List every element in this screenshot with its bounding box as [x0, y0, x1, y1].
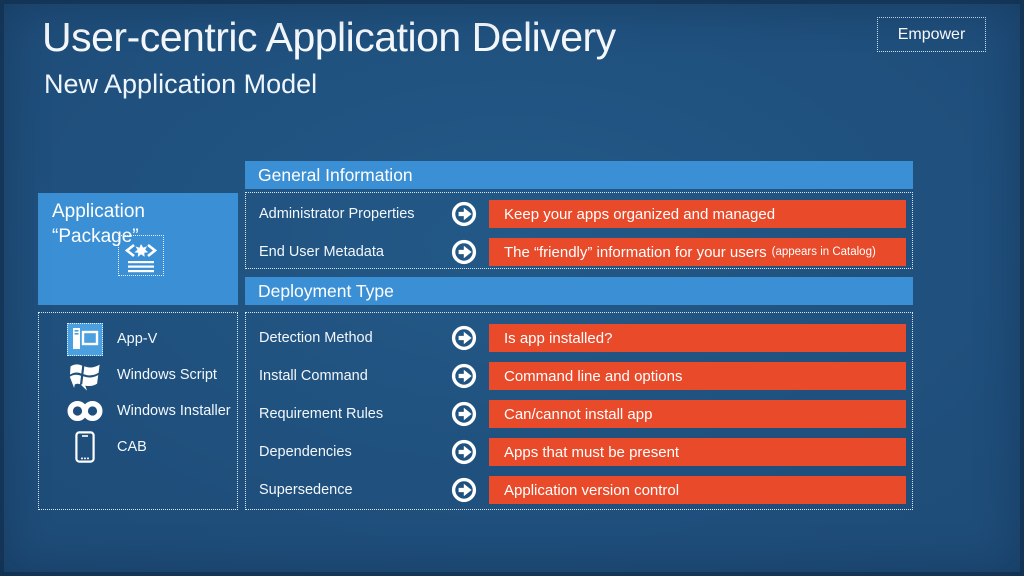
package-title-line2: “Package” — [52, 226, 139, 247]
section-header-deployment-type: Deployment Type — [245, 277, 913, 305]
appv-icon — [63, 322, 107, 356]
info-row: End User Metadata The “friendly” informa… — [246, 238, 912, 266]
arrow-circle-icon — [451, 201, 477, 227]
page-subtitle: New Application Model — [44, 69, 318, 99]
infinity-icon — [63, 399, 107, 423]
row-value-bar: Can/cannot install app — [489, 400, 906, 428]
row-value-bar: Apps that must be present — [489, 438, 906, 466]
info-row: Detection Method Is app installed? — [246, 324, 912, 352]
info-row: Dependencies Apps that must be present — [246, 438, 912, 466]
row-value-bar: Application version control — [489, 476, 906, 504]
info-row: Administrator Properties Keep your apps … — [246, 200, 912, 228]
arrow-circle-icon — [451, 363, 477, 389]
arrow-circle-icon — [451, 477, 477, 503]
package-title-line1: Application — [52, 201, 145, 222]
row-value-bar: Keep your apps organized and managed — [489, 200, 906, 228]
arrow-circle-icon — [451, 239, 477, 265]
xml-document-icon — [118, 235, 164, 276]
row-label: Detection Method — [259, 330, 373, 346]
row-value-bar: The “friendly” information for your user… — [489, 238, 906, 266]
row-label: Dependencies — [259, 444, 352, 460]
row-label: Requirement Rules — [259, 406, 384, 422]
row-value-bar: Is app installed? — [489, 324, 906, 352]
section-header-general-information: General Information — [245, 161, 913, 189]
row-label: Install Command — [259, 368, 368, 384]
row-label: End User Metadata — [259, 244, 384, 260]
row-label: Supersedence — [259, 482, 353, 498]
deployment-type-item: Windows Script — [39, 357, 237, 393]
deployment-type-item: Windows Installer — [39, 393, 237, 429]
row-label: Administrator Properties — [259, 206, 415, 222]
deployment-type-item: App-V — [39, 321, 237, 357]
info-row: Supersedence Application version control — [246, 476, 912, 504]
empower-button[interactable]: Empower — [877, 17, 986, 52]
windows-flag-icon — [63, 358, 107, 392]
arrow-circle-icon — [451, 439, 477, 465]
arrow-circle-icon — [451, 401, 477, 427]
deployment-technologies-panel: App-V Windows Script Window — [38, 312, 238, 510]
deployment-type-item: CAB — [39, 429, 237, 465]
application-package-panel: Application “Package” — [38, 193, 238, 305]
deployment-type-panel: Detection Method Is app installed? Insta… — [245, 312, 913, 510]
arrow-circle-icon — [451, 325, 477, 351]
info-row: Requirement Rules Can/cannot install app — [246, 400, 912, 428]
general-information-panel: Administrator Properties Keep your apps … — [245, 192, 913, 269]
row-value-bar: Command line and options — [489, 362, 906, 390]
info-row: Install Command Command line and options — [246, 362, 912, 390]
page-title: User-centric Application Delivery — [42, 14, 616, 60]
cab-phone-icon — [63, 431, 107, 463]
